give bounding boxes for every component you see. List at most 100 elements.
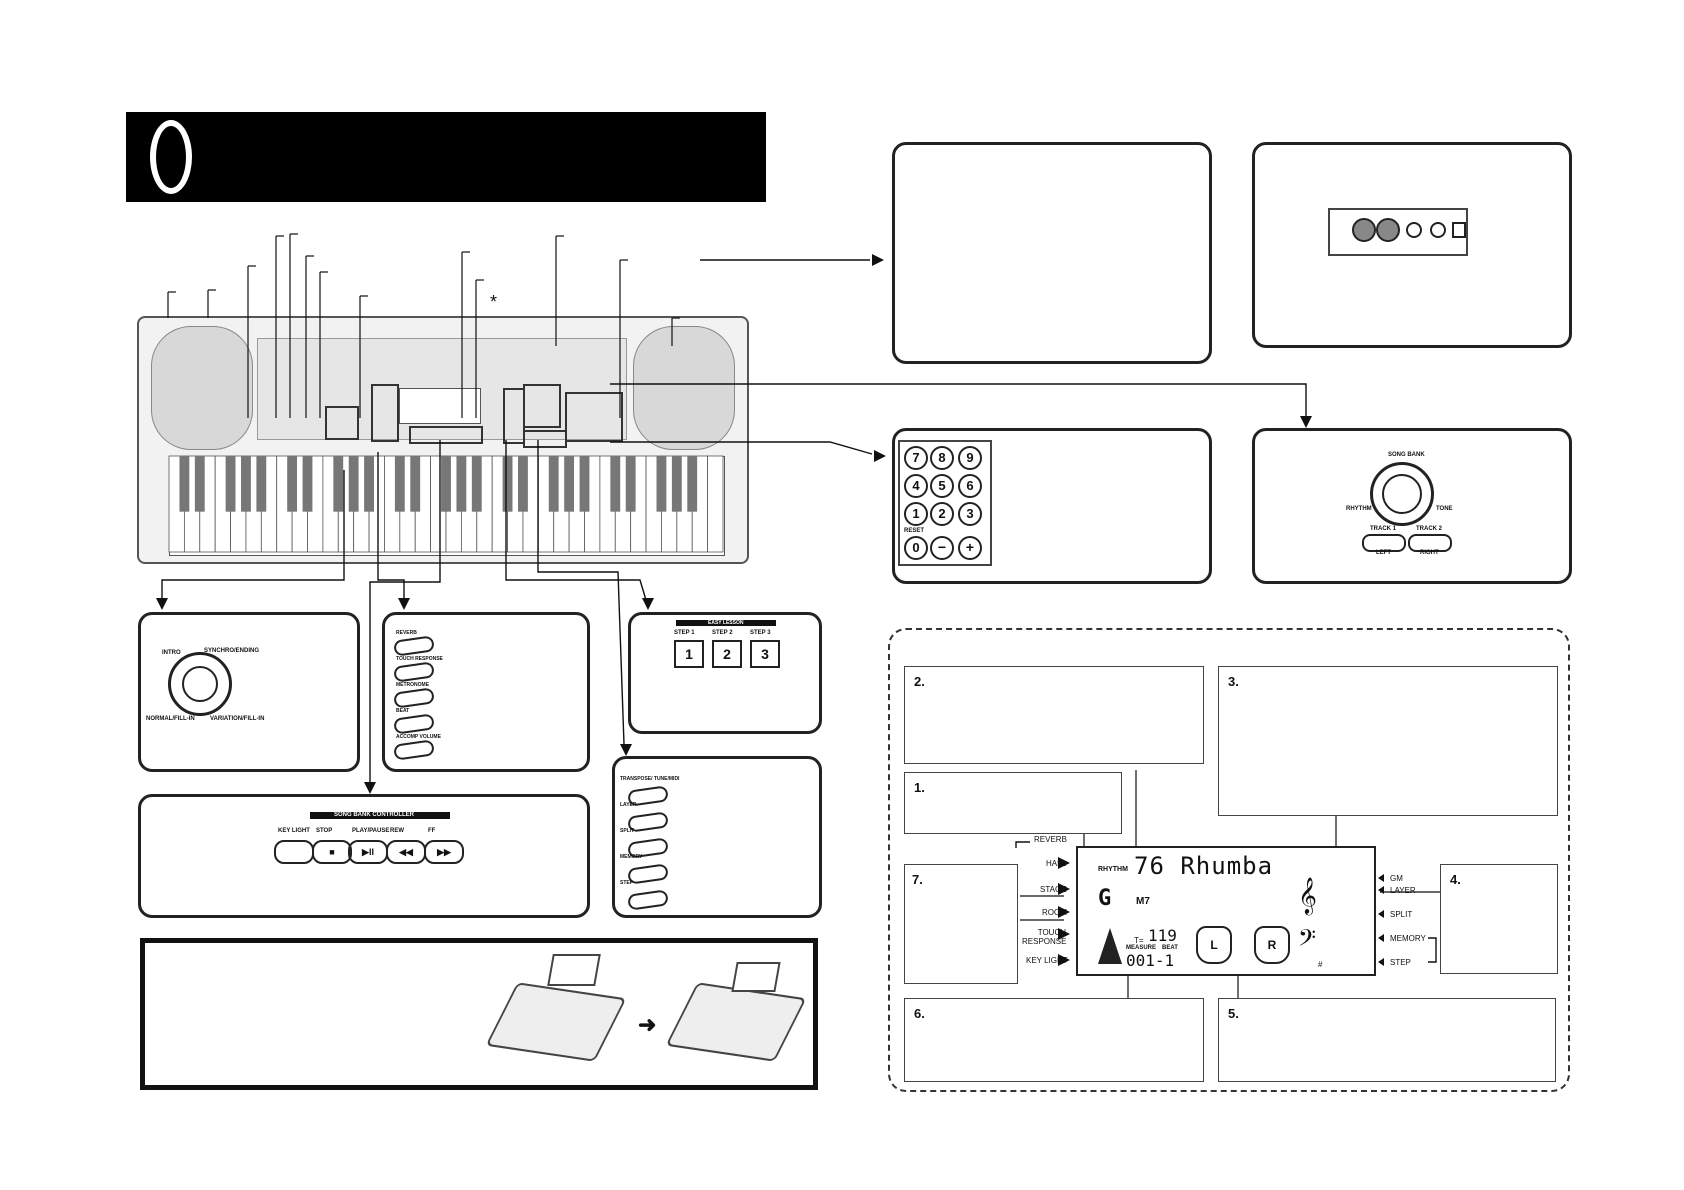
tone-label: TONE <box>1436 506 1453 512</box>
rhythm-pad <box>325 406 359 440</box>
black-key <box>194 456 205 512</box>
song-bank-dial[interactable] <box>1370 462 1434 526</box>
right-hand-icon: R <box>1254 926 1290 964</box>
lcd-chord-root: G <box>1098 886 1112 911</box>
lcd-chord-type: M7 <box>1136 896 1150 907</box>
black-key <box>471 456 482 512</box>
track2-label: TRACK 2 <box>1416 526 1443 532</box>
black-key <box>410 456 421 512</box>
callout-number-5: 5. <box>1228 1006 1239 1021</box>
controller-rew-button[interactable]: ◀◀ <box>386 840 426 864</box>
left-label-marker-icon <box>1058 954 1070 966</box>
effects-beat-label: BEAT <box>396 708 410 714</box>
numpad-key-6[interactable]: 6 <box>958 474 982 498</box>
lcd-main-text: 76 Rhumba <box>1134 852 1274 880</box>
effects-metronome-label: METRONOME <box>396 682 430 688</box>
numpad-key-8[interactable]: 8 <box>930 446 954 470</box>
arrow-to-numpad-icon <box>874 450 886 462</box>
display-window <box>399 388 481 424</box>
metronome-icon <box>1098 928 1122 964</box>
controller-play-pause-button[interactable]: ▶II <box>348 840 388 864</box>
callout-box-5 <box>1218 998 1556 1082</box>
controller-ff-button[interactable]: ▶▶ <box>424 840 464 864</box>
lcd-label-reverb: REVERB <box>1034 835 1067 844</box>
lcd-label-hall: HALL <box>1046 859 1067 868</box>
lcd-sharp: # <box>1318 960 1323 969</box>
numpad-key-0[interactable]: 0 <box>904 536 928 560</box>
right-label-marker-icon <box>1378 910 1384 918</box>
normal-fill-in-label: NORMAL/FILL-IN <box>146 716 195 722</box>
numpad-plus-button[interactable]: + <box>958 536 982 560</box>
left-label-marker-icon <box>1058 857 1070 869</box>
callout-number-4: 4. <box>1450 872 1461 887</box>
arrow-path-numpad <box>610 441 873 455</box>
reverb-leader-path <box>1015 841 1030 848</box>
lcd-label-layer: LAYER <box>1390 886 1416 895</box>
left-speaker <box>151 326 253 450</box>
step2-button[interactable]: 2 <box>712 640 742 668</box>
song-bank-label: SONG BANK <box>1388 452 1425 458</box>
step1-button[interactable]: 1 <box>674 640 704 668</box>
rhythm-label: RHYTHM <box>1346 506 1372 512</box>
controller-header: SONG BANK CONTROLLER <box>334 812 414 818</box>
easy-lesson-header: EASY LESSON <box>708 620 744 626</box>
lcd-measure-label: MEASURE <box>1126 945 1157 951</box>
panel-display <box>888 628 1570 1092</box>
arrow-path-controller <box>369 440 441 784</box>
callout-number-7: 7. <box>912 872 923 887</box>
right-label-marker-icon <box>1378 958 1384 966</box>
effects-accomp-volume-label: ACCOMP VOLUME <box>396 734 441 740</box>
black-key <box>287 456 298 512</box>
numpad-minus-button[interactable]: − <box>930 536 954 560</box>
asterisk-mark: * <box>490 292 498 312</box>
mode-step-label: STEP <box>620 880 634 886</box>
arrow-to-steps-icon <box>642 598 654 610</box>
lcd-tempo: 119 <box>1148 926 1177 945</box>
numpad-key-5[interactable]: 5 <box>930 474 954 498</box>
controller-key-light-button[interactable] <box>274 840 314 864</box>
lcd-label-touch-response: TOUCH RESPONSE <box>1022 928 1067 946</box>
black-key <box>579 456 590 512</box>
effect-buttons-block <box>371 384 399 442</box>
mode-buttons-block <box>503 388 525 444</box>
left-label-marker-icon <box>1058 883 1070 895</box>
controller-stop-button[interactable]: ■ <box>312 840 352 864</box>
panel-music-stand <box>140 938 818 1090</box>
title-block-ring-inner <box>156 126 186 188</box>
numpad-key-4[interactable]: 4 <box>904 474 928 498</box>
step3-button[interactable]: 3 <box>750 640 780 668</box>
callout-box-4 <box>1440 864 1558 974</box>
arrow-to-modes-icon <box>620 744 632 756</box>
rhythm-pad-ring[interactable] <box>168 652 232 716</box>
numpad-block <box>565 392 623 442</box>
panel-effects <box>382 612 590 772</box>
numpad-key-2[interactable]: 2 <box>930 502 954 526</box>
controller-play-pause-label: PLAY/PAUSE <box>352 828 390 834</box>
controller-ff-label: FF <box>428 828 436 834</box>
track1-button[interactable] <box>1362 534 1406 552</box>
arrow-path-modes <box>537 440 625 745</box>
lcd-label-gm: GM <box>1390 874 1403 883</box>
callout-number-2: 2. <box>914 674 925 689</box>
right-label-marker-icon <box>1378 886 1384 894</box>
track2-button[interactable] <box>1408 534 1452 552</box>
effects-touch-response-label: TOUCH RESPONSE <box>396 656 443 662</box>
controller-key-light-label: KEY LIGHT <box>278 828 310 834</box>
numpad-key-3[interactable]: 3 <box>958 502 982 526</box>
treble-clef-icon: 𝄞 <box>1298 876 1317 914</box>
lcd-beat-label: BEAT <box>1162 945 1178 951</box>
numpad-key-9[interactable]: 9 <box>958 446 982 470</box>
lcd-mode: RHYTHM <box>1098 866 1128 873</box>
mode-layer-label: LAYER <box>620 802 637 808</box>
numpad-reset-label: RESET <box>904 528 925 534</box>
black-key <box>241 456 251 512</box>
numpad-key-7[interactable]: 7 <box>904 446 928 470</box>
track1-label: TRACK 1 <box>1370 526 1397 532</box>
arrow-to-effects-icon <box>398 598 410 610</box>
black-key <box>564 456 575 512</box>
left-label: LEFT <box>1376 550 1391 556</box>
black-key <box>333 456 344 512</box>
numpad-key-1[interactable]: 1 <box>904 502 928 526</box>
black-key <box>302 456 313 512</box>
step2-label: STEP 2 <box>712 630 733 636</box>
